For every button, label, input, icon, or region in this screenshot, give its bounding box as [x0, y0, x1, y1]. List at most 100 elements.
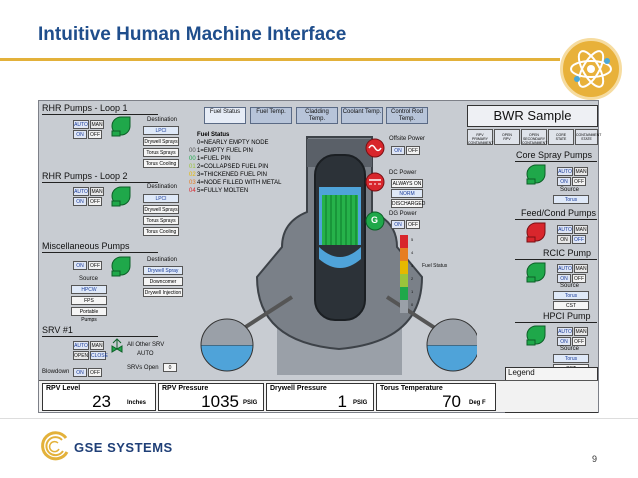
core-spray-source-torus[interactable]: Torus — [553, 195, 589, 204]
misc-dest-drywell-spray[interactable]: Drywell Spray — [143, 266, 183, 275]
rcic-on-button[interactable]: ON — [557, 274, 571, 283]
offsite-power-label: Offsite Power — [389, 136, 425, 142]
offsite-off-button[interactable]: OFF — [406, 146, 420, 155]
core-spray-pump-icon[interactable] — [523, 163, 549, 185]
core-spray-auto-button[interactable]: AUTO — [557, 167, 573, 176]
dc-always-on[interactable]: ALWAYS ON — [391, 179, 423, 188]
hpci-off-button[interactable]: OFF — [572, 337, 586, 346]
dg-off-button[interactable]: OFF — [406, 220, 420, 229]
core-spray-off-button[interactable]: OFF — [572, 177, 586, 186]
tab-cladding-temp[interactable]: Cladding Temp. — [296, 107, 338, 124]
rhr1-dest-torus-sprays[interactable]: Torus Sprays — [143, 148, 179, 157]
srv-close-button[interactable]: CLOSE — [90, 351, 108, 360]
misc-dest-drywell-injection[interactable]: Drywell Injection — [143, 288, 183, 297]
misc-source-fps[interactable]: FPS — [71, 296, 107, 305]
rcic-off-button[interactable]: OFF — [572, 274, 586, 283]
misc-pump-icon[interactable] — [109, 255, 133, 277]
rcic-divider — [515, 259, 597, 260]
srv-man-button[interactable]: MAN — [90, 341, 104, 350]
misc-destination-label: Destination — [147, 257, 178, 263]
rhr1-dest-torus-cooling[interactable]: Torus Cooling — [143, 159, 179, 168]
dc-discharged[interactable]: DISCHARGED — [391, 199, 426, 208]
dg-power-label: DG Power — [389, 211, 417, 217]
tab-fuel-status[interactable]: Fuel Status — [204, 107, 246, 124]
rhr2-off-button[interactable]: OFF — [88, 197, 102, 206]
rhr2-pump-icon[interactable] — [109, 185, 133, 207]
offsite-on-button[interactable]: ON — [391, 146, 405, 155]
rcic-source-cst[interactable]: CST — [553, 301, 589, 310]
fuel-status-code-2: 00 — [189, 156, 196, 162]
rhr2-dest-lpci[interactable]: LPCI — [143, 194, 179, 203]
misc-off-button[interactable]: OFF — [88, 261, 102, 270]
rhr2-title: RHR Pumps - Loop 2 — [42, 171, 128, 181]
fuel-status-code-3: 01 — [189, 164, 196, 170]
core-spray-on-button[interactable]: ON — [557, 177, 571, 186]
rcic-source-torus[interactable]: Torus — [553, 291, 589, 300]
misc-source-portable-pumps[interactable]: Portable Pumps — [71, 307, 107, 323]
feed-cond-man-button[interactable]: MAN — [574, 225, 588, 234]
blowdown-on-button[interactable]: ON — [73, 368, 87, 377]
legend-title: Legend — [508, 368, 535, 377]
rhr1-auto-button[interactable]: AUTO — [73, 120, 89, 129]
dg-on-button[interactable]: ON — [391, 220, 405, 229]
feed-cond-auto-button[interactable]: AUTO — [557, 225, 573, 234]
fuel-status-title: Fuel Status — [197, 132, 230, 138]
misc-source-hpcw[interactable]: HPCW — [71, 285, 107, 294]
torus-right-water — [426, 344, 477, 372]
rhr2-on-button[interactable]: ON — [73, 197, 87, 206]
feed-cond-pump-icon[interactable] — [523, 221, 549, 243]
tab-coolant-temp[interactable]: Coolant Temp. — [341, 107, 383, 124]
readout-drywell-pressure-value: 1 — [337, 392, 347, 411]
feed-cond-off-button[interactable]: OFF — [572, 235, 586, 244]
srvs-open-value: 0 — [163, 363, 177, 372]
srv-auto-button[interactable]: AUTO — [73, 341, 89, 350]
dc-norm-oper[interactable]: NORM OPER — [391, 189, 423, 205]
rhr2-dest-drywell-sprays[interactable]: Drywell Sprays — [143, 205, 179, 214]
srv-divider — [42, 336, 158, 337]
rhr1-pump-icon[interactable] — [109, 115, 133, 137]
blowdown-off-button[interactable]: OFF — [88, 368, 102, 377]
rhr2-destination-label: Destination — [147, 184, 178, 190]
hpci-auto-button[interactable]: AUTO — [557, 327, 573, 336]
feed-cond-on-button[interactable]: ON — [557, 235, 571, 244]
rcic-man-button[interactable]: MAN — [574, 264, 588, 273]
scale-tick-4: 4 — [411, 250, 414, 255]
dg-power-symbol: G — [371, 215, 379, 225]
fuel-status-line-2: 1=FUEL PIN — [197, 156, 231, 162]
rhr2-auto-button[interactable]: AUTO — [73, 187, 89, 196]
srv-valve-icon[interactable] — [109, 338, 125, 358]
scale-tick-1: 1 — [411, 289, 414, 294]
core-spray-divider — [515, 161, 597, 162]
rhr1-on-button[interactable]: ON — [73, 130, 87, 139]
rhr1-dest-lpci[interactable]: LPCI — [143, 126, 179, 135]
tab-fuel-temp[interactable]: Fuel Temp. — [250, 107, 292, 124]
hpci-pump-icon[interactable] — [523, 324, 549, 346]
hpci-on-button[interactable]: ON — [557, 337, 571, 346]
misc-on-button[interactable]: ON — [73, 261, 87, 270]
reactor-core-fuel — [322, 195, 358, 245]
fuel-status-line-4: 3=THICKENED FUEL PIN — [197, 172, 267, 178]
rcic-pump-icon[interactable] — [523, 261, 549, 283]
rhr1-dest-drywell-sprays[interactable]: Drywell Sprays — [143, 137, 179, 146]
rhr1-off-button[interactable]: OFF — [88, 130, 102, 139]
rhr2-dest-torus-sprays[interactable]: Torus Sprays — [143, 216, 179, 225]
rhr1-man-button[interactable]: MAN — [90, 120, 104, 129]
misc-dest-downcomer[interactable]: Downcomer — [143, 277, 183, 286]
rhr2-man-button[interactable]: MAN — [90, 187, 104, 196]
hpci-man-button[interactable]: MAN — [574, 327, 588, 336]
dc-power-icon — [365, 172, 385, 192]
hpci-source-torus[interactable]: Torus — [553, 354, 589, 363]
core-spray-man-button[interactable]: MAN — [574, 167, 588, 176]
tab-control-rod-temp[interactable]: Control Rod Temp. — [386, 107, 428, 124]
srv-open-button[interactable]: OPEN — [73, 351, 89, 360]
rcic-auto-button[interactable]: AUTO — [557, 264, 573, 273]
rhr2-dest-torus-cooling[interactable]: Torus Cooling — [143, 227, 179, 236]
company-name: GSE SYSTEMS — [74, 440, 173, 455]
readout-rpv-pressure-label: RPV Pressure — [162, 385, 209, 392]
fuel-status-scale — [400, 235, 408, 313]
